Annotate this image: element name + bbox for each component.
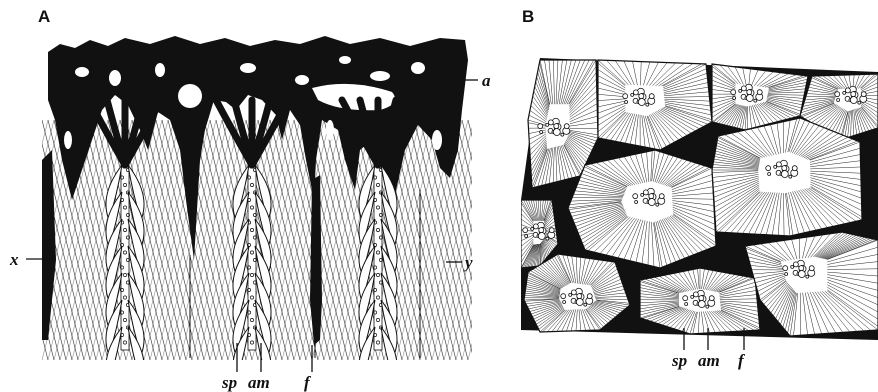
label-sp-a: sp xyxy=(221,373,237,392)
label-am-a: am xyxy=(248,373,270,392)
panel-letter-b: B xyxy=(522,7,534,26)
label-am-b: am xyxy=(698,351,720,370)
polygonal-cell xyxy=(640,268,760,334)
polygonal-cells xyxy=(521,60,878,336)
label-sp-b: sp xyxy=(671,351,687,370)
label-x: x xyxy=(9,250,19,269)
label-f-b: f xyxy=(738,351,746,370)
panel-b-cross-section: B sp am f xyxy=(521,7,878,370)
polygonal-cell xyxy=(712,118,862,236)
polygonal-cell xyxy=(568,150,716,268)
fissure-f xyxy=(310,175,322,345)
label-a: a xyxy=(482,71,491,90)
label-f-a: f xyxy=(304,373,312,392)
label-y: y xyxy=(463,253,473,272)
spicule-columns xyxy=(89,100,414,382)
panel-letter-a: A xyxy=(38,7,50,26)
